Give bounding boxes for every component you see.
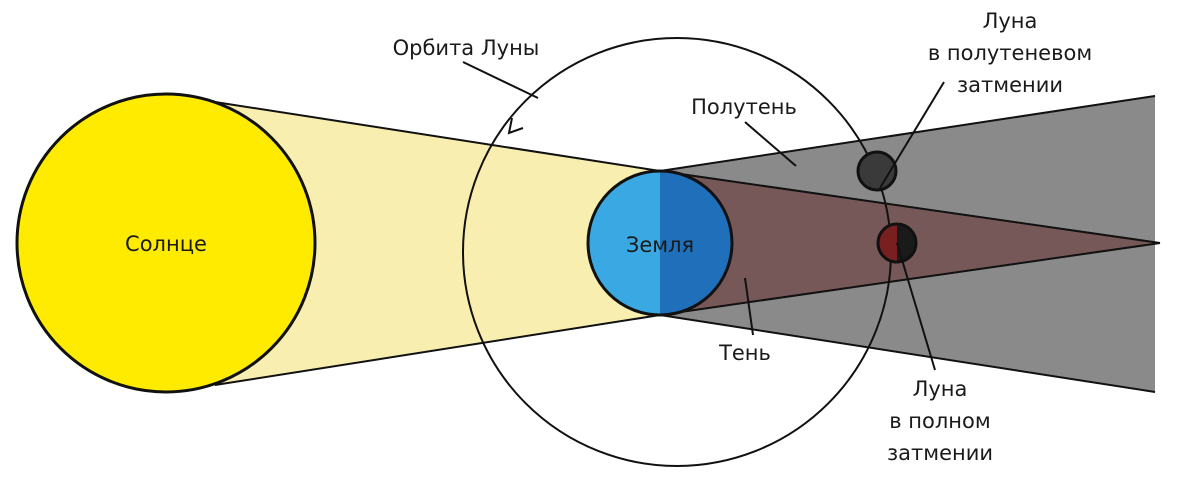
sunlight-beam — [215, 102, 660, 385]
moon-penumbral — [856, 150, 898, 192]
leader-total-moon — [896, 242, 936, 371]
total-moon-label-line2: в полном — [889, 409, 990, 433]
umbra-label: Тень — [718, 341, 771, 365]
penumbra-bottom-edge — [659, 314, 1156, 393]
earth-label: Земля — [626, 233, 694, 257]
penumbral-moon-label-line1: Луна — [983, 9, 1038, 33]
sun — [15, 92, 317, 394]
sun-label: Солнце — [125, 232, 207, 256]
leader-moon-orbit — [462, 61, 539, 99]
orbit-direction-arrow — [507, 117, 524, 135]
penumbra-top-edge — [659, 95, 1156, 172]
penumbral-moon-label-line2: в полутеневом — [928, 41, 1092, 65]
moon-orbit-label: Орбита Луны — [393, 36, 540, 60]
penumbral-moon-label-line3: затмении — [957, 73, 1063, 97]
leader-penumbral-moon — [879, 81, 945, 189]
beam-bottom-edge — [214, 314, 661, 386]
leader-penumbra — [744, 121, 797, 167]
leader-umbra — [744, 277, 754, 336]
penumbra-label: Полутень — [691, 95, 797, 119]
moon-total — [876, 222, 918, 264]
beam-top-edge — [214, 101, 661, 172]
umbra-top-edge — [659, 170, 1161, 244]
umbra-bottom-edge — [659, 242, 1161, 316]
total-moon-label-line3: затмении — [887, 441, 993, 465]
total-moon-label-line1: Луна — [913, 377, 968, 401]
